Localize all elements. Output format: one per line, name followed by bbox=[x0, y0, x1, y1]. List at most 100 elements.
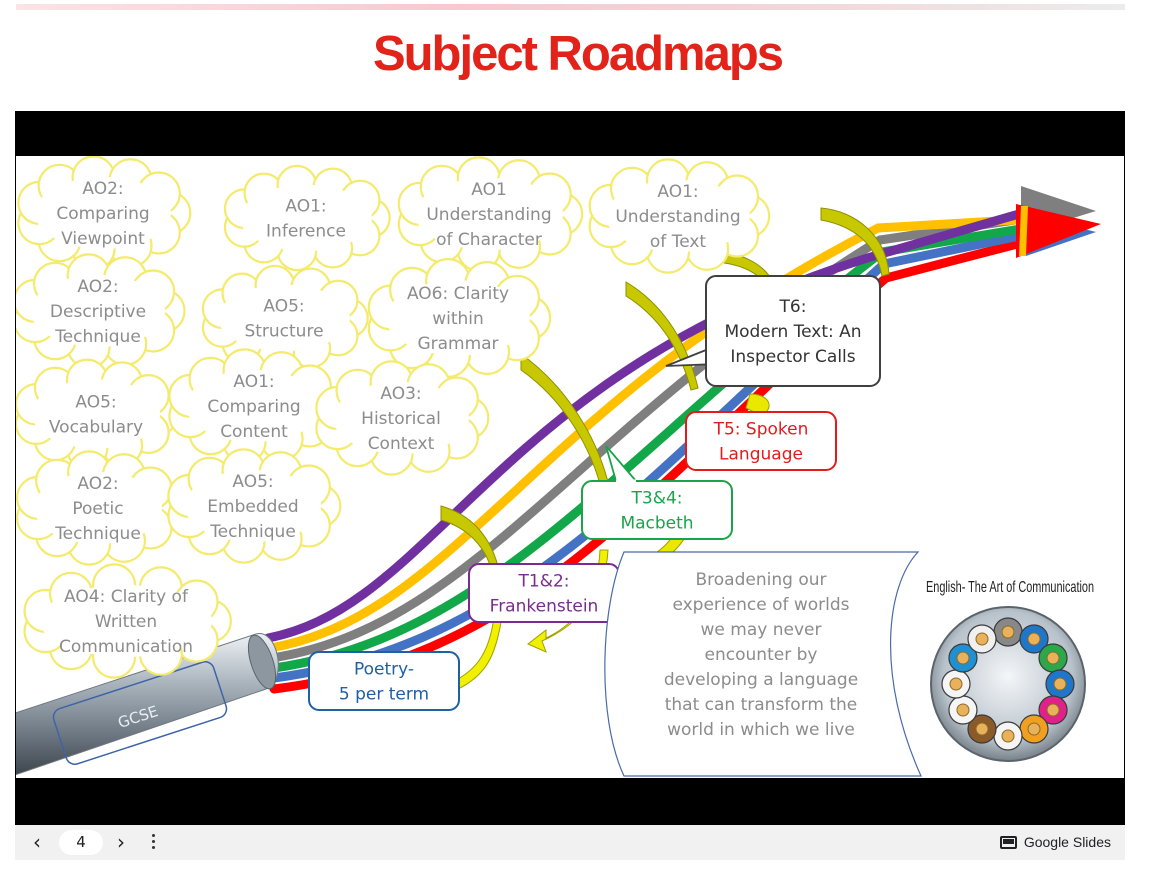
arrow-heads bbox=[1016, 186, 1101, 258]
cloud-text: AO1: bbox=[657, 182, 698, 202]
more-vert-icon[interactable] bbox=[152, 834, 156, 852]
cloud-text: Communication bbox=[59, 637, 193, 657]
cloud-text: AO2: bbox=[77, 474, 118, 494]
cloud-text: Comparing bbox=[56, 204, 149, 224]
ao-cloud: AO1: Understanding of Text bbox=[588, 158, 771, 274]
ao-cloud: AO5: Structure bbox=[201, 264, 369, 372]
cloud-text: Vocabulary bbox=[49, 418, 143, 438]
cloud-text: Understanding bbox=[615, 207, 740, 227]
cloud-text: Structure bbox=[244, 322, 323, 342]
cable-end bbox=[1019, 624, 1049, 654]
callout-text: T1&2: bbox=[518, 572, 570, 592]
cloud-text: AO6: Clarity bbox=[407, 284, 509, 304]
topic-callout: T6: Modern Text: An Inspector Calls bbox=[665, 275, 881, 387]
callout-text: Inspector Calls bbox=[730, 347, 855, 367]
mission-line: developing a language bbox=[664, 670, 858, 690]
cloud-text: Comparing bbox=[207, 397, 300, 417]
cloud-text: Inference bbox=[266, 222, 346, 242]
cloud-text: of Text bbox=[650, 232, 707, 252]
mission-line: we may never bbox=[701, 620, 822, 640]
mission-text: Broadening our experience of worlds we may… bbox=[664, 570, 858, 740]
ao-cloud: AO1: Inference bbox=[223, 164, 391, 272]
logo-title: English- The Art of Communication bbox=[926, 579, 1094, 596]
cloud-text: Technique bbox=[209, 522, 296, 542]
page-number[interactable]: 4 bbox=[59, 830, 103, 855]
cable-end bbox=[967, 624, 997, 654]
cloud-text: Descriptive bbox=[50, 302, 146, 322]
cable-end bbox=[993, 617, 1023, 647]
chevron-right-icon[interactable]: › bbox=[117, 830, 125, 854]
cloud-text: of Character bbox=[436, 230, 542, 250]
english-logo: English- The Art of Communication bbox=[926, 579, 1094, 762]
cable-end bbox=[1019, 714, 1049, 744]
mission-scroll: Broadening our experience of worlds we may… bbox=[604, 551, 922, 777]
cloud-text: AO3: bbox=[380, 384, 421, 404]
ao-cloud: AO5: Vocabulary bbox=[16, 358, 180, 470]
cloud-text: Viewpoint bbox=[61, 229, 145, 249]
mission-line: experience of worlds bbox=[672, 595, 849, 615]
slides-icon bbox=[999, 835, 1017, 849]
cloud-text: AO1: bbox=[233, 372, 274, 392]
cloud-text: Written bbox=[95, 612, 157, 632]
mission-line: Broadening our bbox=[696, 570, 827, 590]
callout-text: T5: Spoken bbox=[713, 420, 809, 440]
google-slides-link[interactable]: Google Slides bbox=[999, 825, 1111, 860]
cloud-text: Technique bbox=[54, 524, 141, 544]
topic-callout: Poetry- 5 per term bbox=[308, 651, 460, 711]
cloud-text: Historical bbox=[361, 409, 441, 429]
roadmap-graphic: GCSE AO2:ComparingViewpointAO1:Inference… bbox=[16, 156, 1101, 777]
topic-callout: T3&4:Macbeth bbox=[581, 445, 733, 540]
cloud-text: Technique bbox=[54, 327, 141, 347]
cloud-text: AO5: bbox=[232, 472, 273, 492]
cable-end bbox=[1038, 643, 1068, 673]
chevron-left-icon[interactable]: ‹ bbox=[33, 830, 41, 854]
mission-line: encounter by bbox=[705, 645, 818, 665]
mission-line: world in which we live bbox=[667, 720, 855, 740]
page-title: Subject Roadmaps bbox=[372, 27, 784, 81]
topic-callout: T1&2: Frankenstein bbox=[468, 563, 620, 623]
cloud-text: Understanding bbox=[426, 205, 551, 225]
brand-label: Google Slides bbox=[1023, 834, 1111, 850]
cloud-text: Poetic bbox=[72, 499, 123, 519]
top-divider bbox=[16, 4, 1125, 10]
cloud-text: AO5: bbox=[75, 393, 116, 413]
cloud-text: Embedded bbox=[207, 497, 298, 517]
cable-end bbox=[1038, 695, 1068, 725]
assessment-objective-clouds: AO2:ComparingViewpointAO1:InferenceAO1Un… bbox=[16, 156, 771, 679]
cloud-text: AO1 bbox=[471, 180, 507, 200]
callout-text: T6: bbox=[779, 297, 807, 317]
callout-text: Frankenstein bbox=[490, 597, 599, 617]
callout-text: Modern Text: An bbox=[724, 322, 861, 342]
callout-text: Poetry- bbox=[354, 660, 414, 680]
callout-text: Macbeth bbox=[620, 514, 693, 534]
cable-end bbox=[941, 669, 971, 699]
cable-end bbox=[948, 643, 978, 673]
cloud-text: AO2: bbox=[82, 179, 123, 199]
cloud-text: AO2: bbox=[77, 277, 118, 297]
cloud-text: Context bbox=[368, 434, 435, 454]
cloud-text: Grammar bbox=[417, 334, 498, 354]
cloud-text: AO4: Clarity of bbox=[64, 587, 189, 607]
callout-text: 5 per term bbox=[339, 685, 429, 705]
cable-tube: GCSE bbox=[16, 633, 279, 776]
slides-toolbar: ‹ 4 › Google Slides bbox=[15, 825, 1125, 860]
cloud-text: AO5: bbox=[263, 297, 304, 317]
cable-end bbox=[967, 714, 997, 744]
logo-cable-ends bbox=[941, 617, 1075, 751]
cloud-text: Content bbox=[220, 422, 288, 442]
cloud-text: AO1: bbox=[285, 197, 326, 217]
callout-text: Language bbox=[719, 445, 803, 465]
cable-end bbox=[948, 695, 978, 725]
